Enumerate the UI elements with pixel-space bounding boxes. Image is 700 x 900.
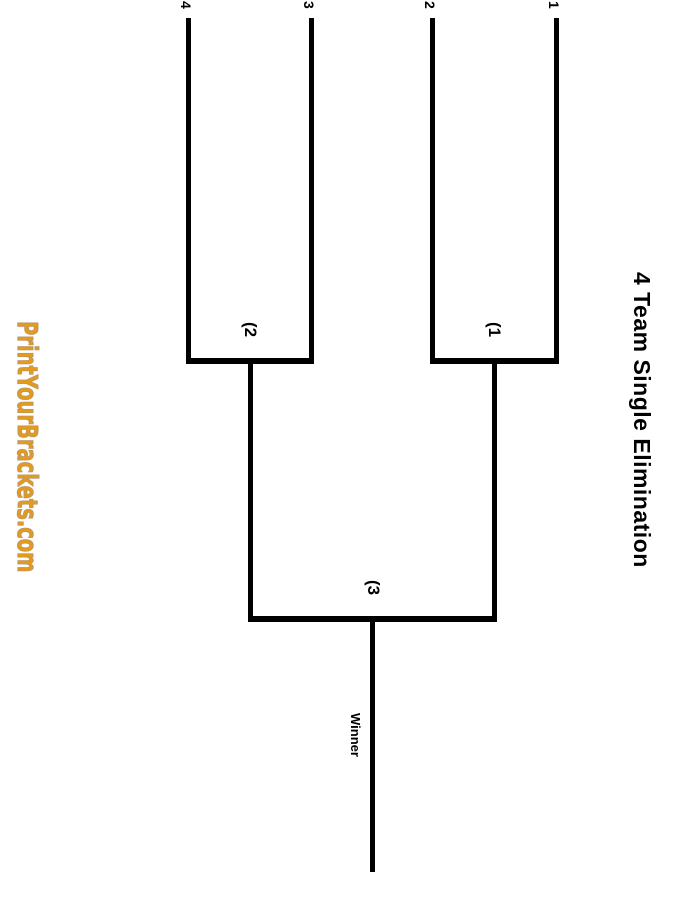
- page-title: 4 Team Single Elimination: [629, 272, 655, 568]
- game-label-2: (2: [241, 322, 260, 338]
- game-label-1: (1: [485, 322, 504, 338]
- seed-label-2: 2: [422, 1, 438, 9]
- seed-line-1: [554, 18, 559, 363]
- winner-line: [370, 616, 375, 872]
- seed-line-2: [430, 18, 435, 363]
- seed-line-4: [186, 18, 191, 363]
- winner-label: Winner: [348, 713, 363, 757]
- semifinal-right-advance-line: [492, 358, 497, 622]
- seed-label-3: 3: [301, 1, 317, 9]
- seed-line-3: [309, 18, 314, 363]
- seed-label-1: 1: [546, 1, 562, 9]
- watermark-printyourbrackets: PrintYourBrackets.com: [11, 321, 44, 573]
- seed-label-4: 4: [178, 1, 194, 9]
- game-label-3: (3: [364, 580, 383, 596]
- semifinal-left-advance-line: [248, 358, 253, 622]
